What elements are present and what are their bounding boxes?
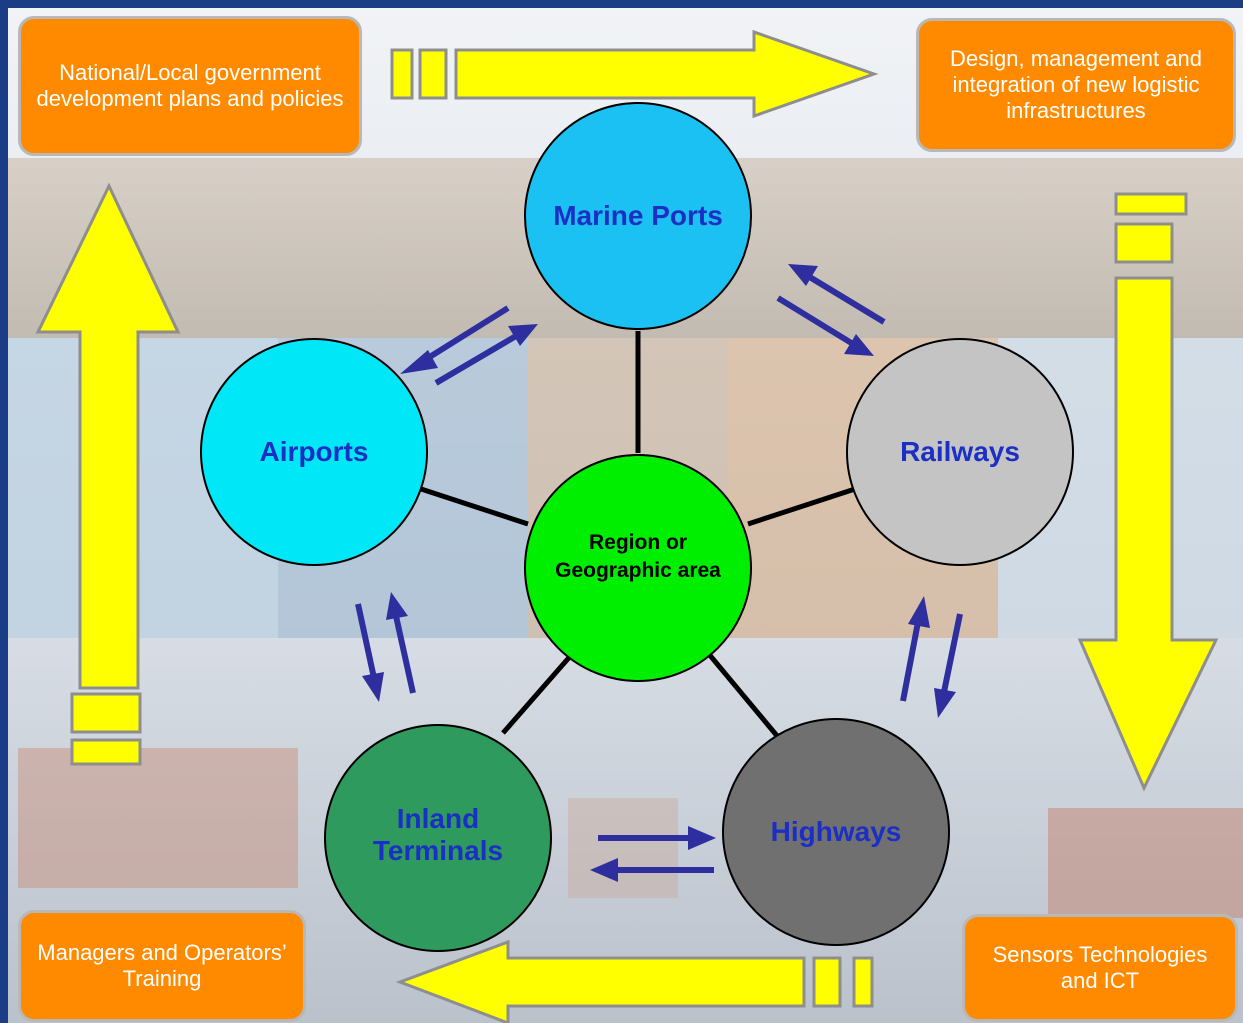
center-node [524,454,752,682]
airports-node [200,338,428,566]
hub-spokes [417,331,859,745]
flow-arrow-left [35,182,181,766]
training-box: Managers and Operators’ Training [18,910,306,1022]
highways-label: Highways [770,816,902,847]
highways-node [722,718,950,946]
marine-ports-node [524,102,752,330]
policies-box: National/Local government development pl… [18,16,362,156]
railways-label: Railways [900,436,1020,467]
inland-terminals-label: Inland Terminals [372,803,504,866]
inland-terminals-node [324,724,552,952]
flow-arrow-right [1077,192,1219,792]
airports-label: Airports [259,436,369,467]
infrastructure-design-box: Design, management and integration of ne… [916,18,1236,152]
link-arrows [355,264,963,882]
flow-arrow-bottom [395,939,874,1023]
railways-node [846,338,1074,566]
flow-arrow-top [390,29,879,119]
sensors-ict-box: Sensors Technologies and ICT [962,914,1238,1022]
marine-ports-label: Marine Ports [553,200,723,231]
diagram-svg [8,8,1243,1023]
diagram-canvas: Marine Ports Airports Railways Region or… [8,8,1243,1023]
center-label: Region or Geographic area [555,531,721,582]
